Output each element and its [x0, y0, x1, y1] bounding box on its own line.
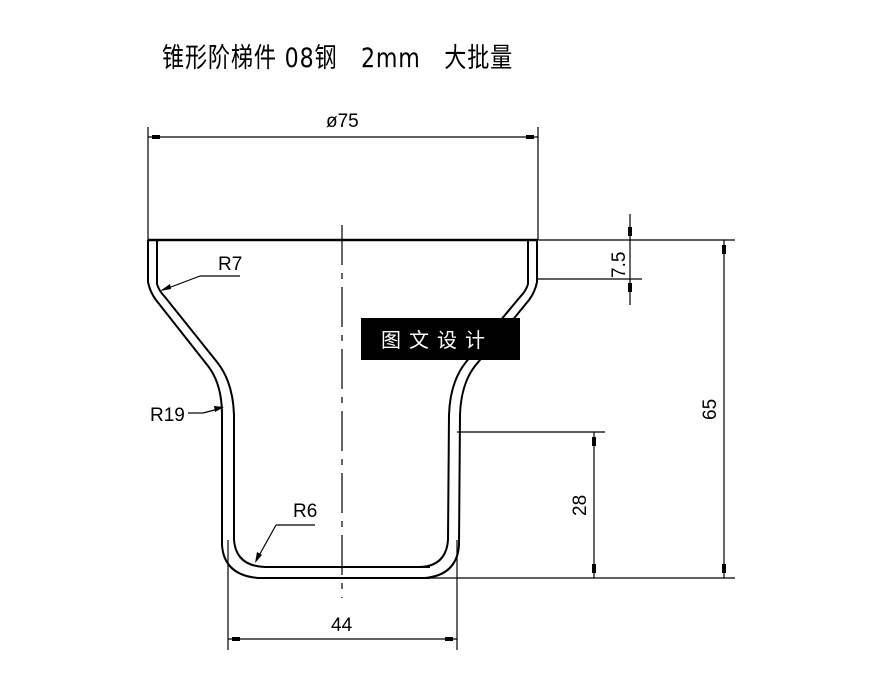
arrow-icon	[526, 135, 534, 139]
arrow-icon	[628, 283, 632, 292]
watermark-text: 图文设计	[381, 328, 493, 352]
arrow-icon	[592, 437, 596, 446]
label-r6: R6	[293, 501, 317, 522]
dim-lower-height: 28	[570, 495, 591, 516]
arrow-icon	[232, 637, 240, 641]
label-r7: R7	[218, 254, 242, 275]
dim-flange-height: 7.5	[609, 252, 630, 278]
arrow-icon	[255, 552, 262, 563]
dim-top-diameter: ø75	[326, 111, 359, 132]
arrow-icon	[722, 564, 726, 573]
watermark-box	[361, 318, 520, 360]
arrow-icon	[722, 245, 726, 254]
left-outer-profile	[147, 240, 430, 579]
arrow-icon	[628, 227, 632, 236]
arrow-icon	[592, 564, 596, 573]
drawing-title: 锥形阶梯件 08钢 2mm 大批量	[162, 43, 514, 74]
dim-bottom-width: 44	[331, 615, 353, 636]
left-inner-profile	[156, 240, 430, 568]
arrow-icon	[214, 406, 224, 412]
dim-total-height: 65	[700, 399, 721, 420]
arrow-icon	[160, 284, 171, 291]
arrow-icon	[152, 135, 160, 139]
arrow-icon	[445, 637, 453, 641]
right-inner-profile	[419, 240, 529, 568]
label-r19: R19	[150, 405, 185, 426]
right-outer-profile	[424, 240, 538, 579]
